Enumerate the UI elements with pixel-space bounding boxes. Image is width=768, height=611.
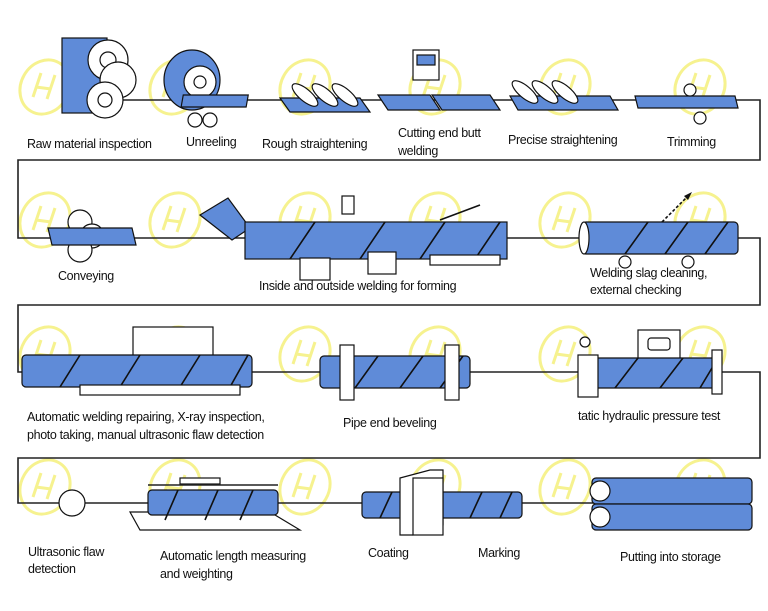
watermark-logo bbox=[148, 191, 202, 249]
label-cutting-end-butt: Cutting end butt bbox=[398, 126, 482, 140]
flow-lines bbox=[17, 99, 761, 504]
slag-cleaning-pipe-icon bbox=[578, 192, 739, 269]
label-inside-outside-welding: Inside and outside welding for forming bbox=[259, 279, 457, 293]
watermark-logo bbox=[278, 458, 332, 516]
label-and-weighting: and weighting bbox=[160, 567, 233, 581]
ultrasonic-ring-icon bbox=[58, 489, 86, 517]
step-labels: Raw material inspection Unreeling Rough … bbox=[27, 126, 721, 581]
label-hydraulic-pressure-test: tatic hydraulic pressure test bbox=[578, 409, 721, 423]
trimming-tool-icon bbox=[634, 83, 739, 125]
watermark-logo bbox=[538, 458, 592, 516]
label-putting-into-storage: Putting into storage bbox=[620, 550, 721, 564]
repair-xray-station-icon bbox=[21, 326, 253, 396]
label-photo-taking: photo taking, manual ultrasonic flaw det… bbox=[27, 428, 264, 442]
rough-straightening-rollers-icon bbox=[278, 83, 372, 113]
label-coating: Coating bbox=[368, 546, 409, 560]
label-raw-material-inspection: Raw material inspection bbox=[27, 137, 152, 151]
label-unreeling: Unreeling bbox=[186, 135, 237, 149]
beveling-pipe-icon bbox=[319, 344, 471, 401]
label-pipe-end-beveling: Pipe end beveling bbox=[343, 416, 437, 430]
label-detection: detection bbox=[28, 562, 76, 576]
label-marking: Marking bbox=[478, 546, 520, 560]
label-welding: welding bbox=[397, 144, 438, 158]
length-measuring-platform-icon bbox=[128, 477, 303, 531]
forming-welding-pipe-icon bbox=[198, 195, 508, 281]
label-rough-straightening: Rough straightening bbox=[262, 137, 368, 151]
label-welding-slag-cleaning: Welding slag cleaning, bbox=[590, 266, 707, 280]
label-conveying: Conveying bbox=[58, 269, 114, 283]
label-external-checking: external checking bbox=[590, 283, 682, 297]
cutting-welding-machine-icon bbox=[376, 49, 502, 111]
label-precise-straightening: Precise straightening bbox=[508, 133, 618, 147]
raw-material-coils-icon bbox=[61, 37, 137, 119]
hydraulic-test-icon bbox=[577, 329, 723, 398]
row1-line bbox=[17, 99, 761, 504]
unreeling-coil-icon bbox=[163, 49, 249, 128]
precise-straightening-rollers-icon bbox=[508, 80, 620, 111]
label-trimming: Trimming bbox=[667, 135, 716, 149]
label-automatic-welding-repairing: Automatic welding repairing, X-ray inspe… bbox=[27, 410, 265, 424]
coating-marking-icon bbox=[361, 469, 523, 536]
label-ultrasonic-flaw: Ultrasonic flaw bbox=[28, 545, 105, 559]
label-automatic-length-measuring: Automatic length measuring bbox=[160, 549, 306, 563]
conveying-rollers-icon bbox=[47, 209, 137, 263]
storage-pipes-icon bbox=[589, 477, 753, 531]
